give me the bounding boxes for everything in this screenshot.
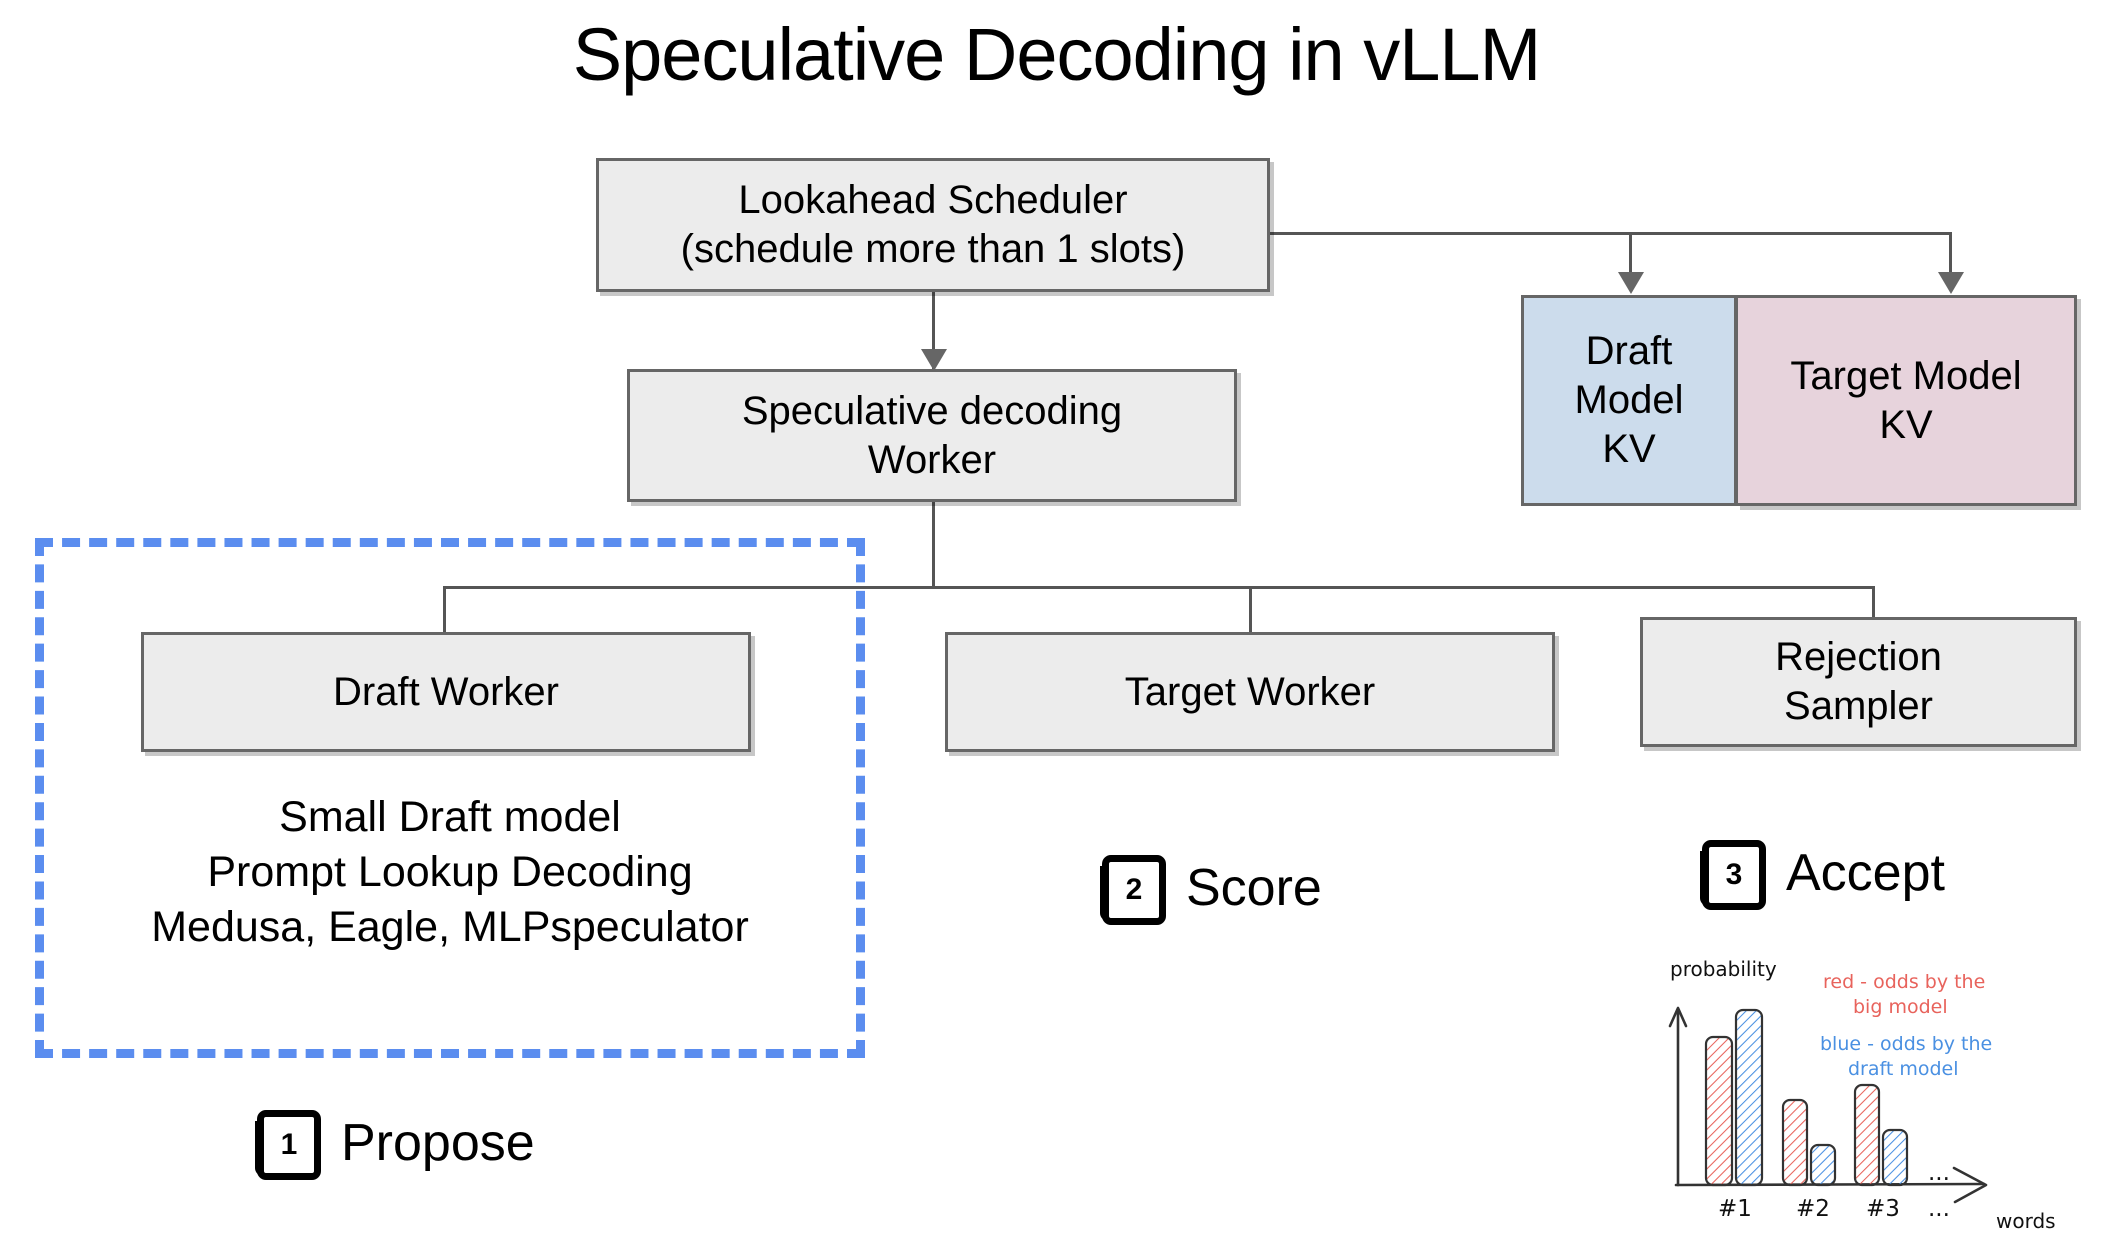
step-number-2: 2 <box>1102 855 1166 925</box>
svg-text:...: ... <box>1928 1160 1950 1186</box>
svg-text:blue - odds by the: blue - odds by the <box>1820 1033 1992 1055</box>
step-score[interactable]: 2 Score <box>1100 855 1322 925</box>
svg-text:probability: probability <box>1670 957 1777 981</box>
connector-scheduler-to-spec-worker <box>932 291 935 369</box>
step-accept-label: Accept <box>1786 844 1945 902</box>
node-target-model-kv[interactable]: Target Model KV <box>1736 295 2077 506</box>
step-number-badge-icon: 1 <box>255 1110 321 1180</box>
propose-highlight-region <box>35 538 865 1058</box>
page-title: Speculative Decoding in vLLM <box>572 13 1541 96</box>
node-draft-model-kv[interactable]: Draft Model KV <box>1521 295 1736 506</box>
node-draft-worker[interactable]: Draft Worker <box>141 632 751 752</box>
draft-worker-details: Small Draft model Prompt Lookup Decoding… <box>35 790 865 955</box>
node-target-kv-line2: KV <box>1879 402 1933 447</box>
node-target-worker[interactable]: Target Worker <box>945 632 1555 752</box>
connector-scheduler-to-kv-rail <box>1268 232 1952 235</box>
svg-text:#1: #1 <box>1718 1196 1752 1222</box>
connector-draft-kv-drop <box>1629 232 1632 280</box>
svg-text:draft model: draft model <box>1848 1058 1959 1080</box>
arrowhead-draft-kv <box>1618 272 1644 294</box>
arrowhead-target-kv <box>1938 272 1964 294</box>
node-lookahead-scheduler[interactable]: Lookahead Scheduler (schedule more than … <box>596 158 1270 292</box>
step-propose[interactable]: 1 Propose <box>255 1110 535 1180</box>
step-number-badge-icon: 2 <box>1100 855 1166 925</box>
node-draft-kv-line1: Draft <box>1585 329 1673 374</box>
connector-bus-to-draft-worker <box>443 586 446 668</box>
node-rejection-sampler-line2: Sampler <box>1784 684 1933 728</box>
svg-text:words: words <box>1996 1209 2056 1233</box>
acceptance-probability-chart: probability words #1 #2 #3 ... ... red -… <box>1648 940 2098 1240</box>
node-spec-worker-line1: Speculative decoding <box>741 388 1123 433</box>
node-rejection-sampler-line1: Rejection <box>1775 635 1942 680</box>
node-draft-kv-line3: KV <box>1602 426 1656 471</box>
connector-worker-bus <box>443 586 1875 589</box>
connector-bus-to-target-worker <box>1249 586 1252 668</box>
connector-target-kv-drop <box>1949 232 1952 280</box>
connector-spec-worker-stem <box>932 500 935 588</box>
svg-text:big model: big model <box>1853 996 1948 1018</box>
node-spec-worker-line2: Worker <box>867 437 997 482</box>
node-rejection-sampler[interactable]: Rejection Sampler <box>1640 617 2077 747</box>
step-accept[interactable]: 3 Accept <box>1700 840 1945 910</box>
step-number-1: 1 <box>257 1110 321 1180</box>
svg-text:...: ... <box>1928 1196 1950 1222</box>
node-lookahead-scheduler-line2: (schedule more than 1 slots) <box>680 227 1186 271</box>
node-draft-kv-line2: Model <box>1574 378 1684 423</box>
svg-text:red - odds by the: red - odds by the <box>1823 971 1985 993</box>
arrowhead-spec-worker <box>921 349 947 371</box>
draft-detail-line-2: Prompt Lookup Decoding <box>207 848 693 897</box>
node-speculative-decoding-worker[interactable]: Speculative decoding Worker <box>627 369 1237 502</box>
step-number-badge-icon: 3 <box>1700 840 1766 910</box>
node-target-kv-line1: Target Model <box>1790 353 2022 398</box>
svg-text:#2: #2 <box>1796 1196 1830 1222</box>
step-propose-label: Propose <box>341 1114 535 1172</box>
step-number-3: 3 <box>1702 840 1766 910</box>
svg-text:#3: #3 <box>1866 1196 1900 1222</box>
draft-detail-line-3: Medusa, Eagle, MLPspeculator <box>151 903 749 952</box>
node-target-worker-label: Target Worker <box>1124 669 1376 714</box>
step-score-label: Score <box>1186 859 1322 917</box>
node-draft-worker-label: Draft Worker <box>333 669 559 714</box>
draft-detail-line-1: Small Draft model <box>279 793 621 841</box>
node-lookahead-scheduler-line1: Lookahead Scheduler <box>738 178 1128 223</box>
